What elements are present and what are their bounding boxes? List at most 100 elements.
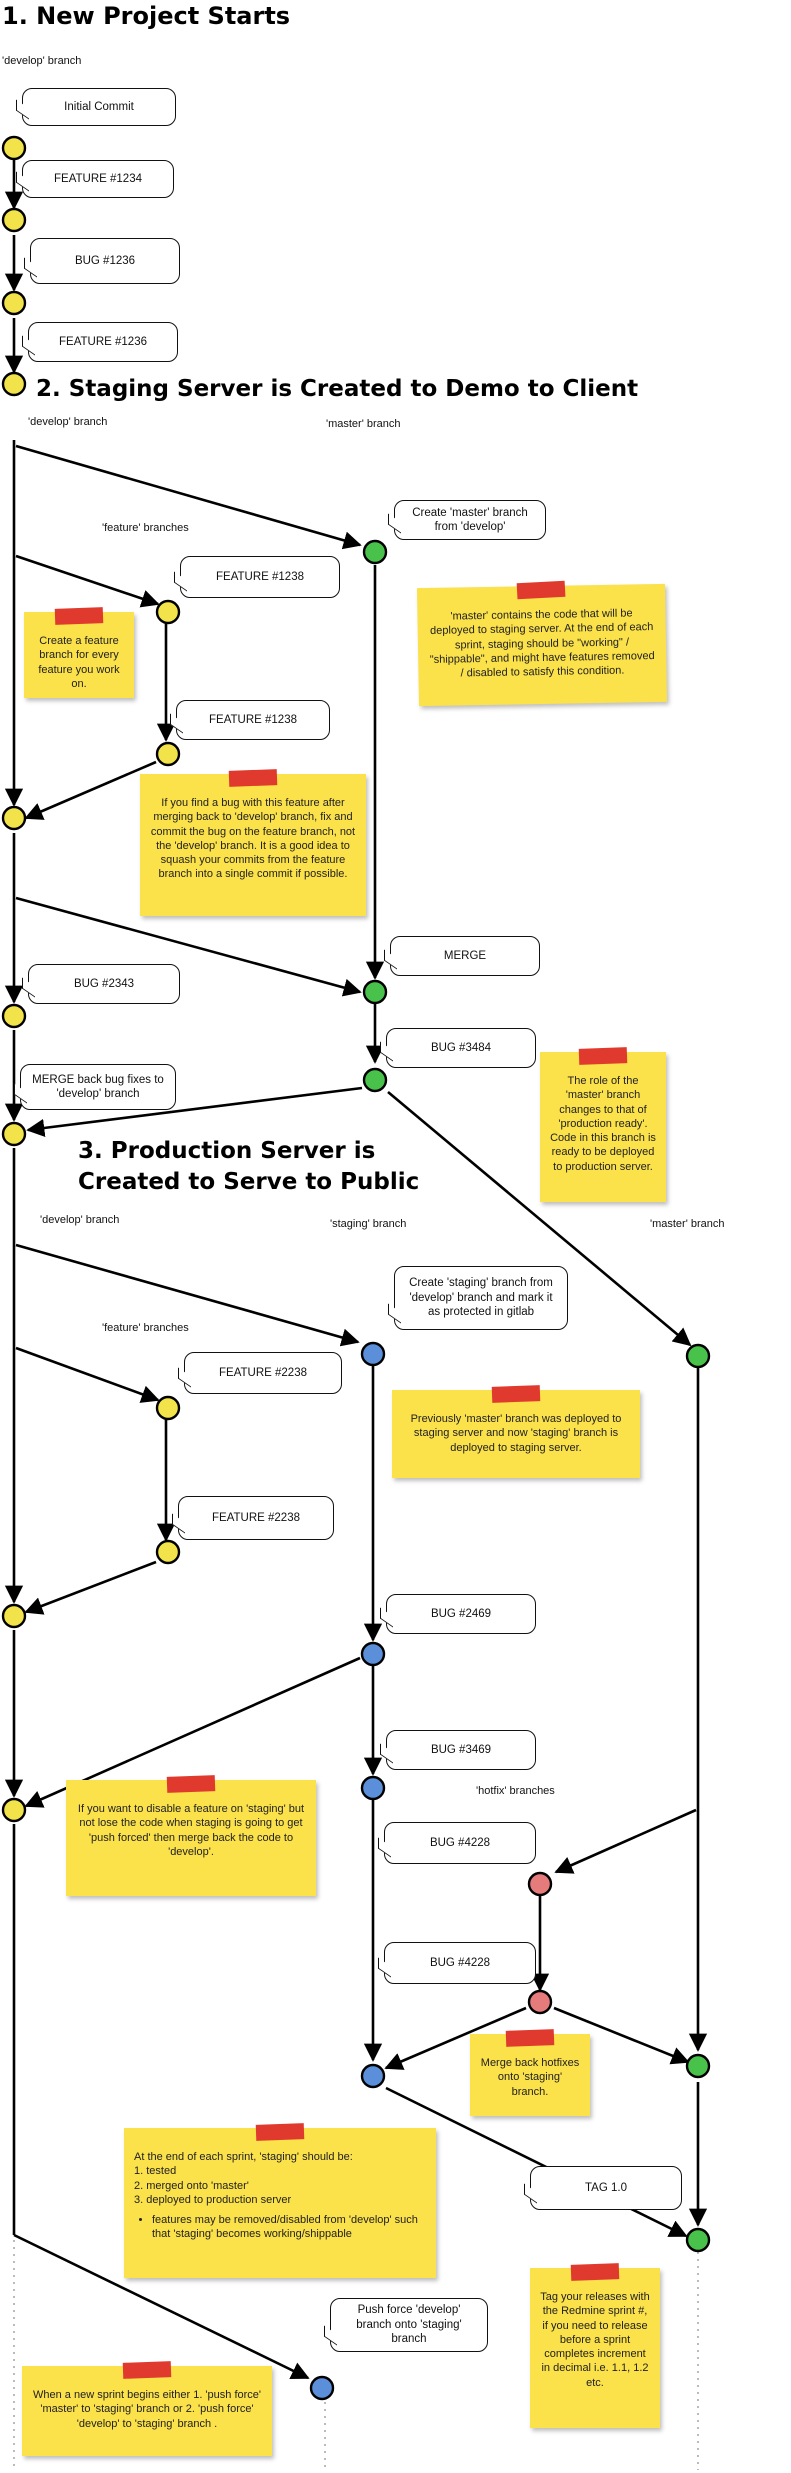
tape: [122, 2361, 172, 2379]
branch-label-hotfix-3: 'hotfix' branches: [476, 1785, 555, 1797]
tape: [516, 580, 566, 600]
note-text: Create a feature branch for every featur…: [38, 635, 120, 690]
tape: [228, 769, 278, 787]
section-title-3: 3. Production Server is Created to Serve…: [78, 1138, 420, 1196]
note-sprint-end-bullet: features may be removed/disabled from 'd…: [152, 2213, 426, 2242]
bubble-feature-1238-a: FEATURE #1238: [180, 556, 340, 598]
note-sprint-end: At the end of each sprint, 'staging' sho…: [124, 2123, 436, 2278]
note-sprint-end-list: features may be removed/disabled from 'd…: [152, 2213, 426, 2242]
staging-to-master-arrow: [385, 2086, 688, 2238]
merge-back-arrow: [26, 1086, 363, 1137]
note-sprint-end-item: 1. tested: [134, 2165, 177, 2178]
bubble-tag: TAG 1.0: [530, 2166, 682, 2210]
develop-to-feature-arrow-2: [15, 1346, 160, 1403]
branch-label-staging-3: 'staging' branch: [330, 1218, 407, 1230]
commit-node-production-2: [685, 2053, 711, 2079]
branch-label-develop-2: 'develop' branch: [28, 416, 108, 428]
commit-node-master-2: [362, 979, 388, 1005]
note-sprint-end-item: 3. deployed to production server: [134, 2193, 292, 2206]
commit-node-develop-6: [1, 1003, 27, 1029]
develop-to-staging-arrow: [15, 1243, 360, 1347]
note-role-of-master: The role of the 'master' branch changes …: [540, 1047, 666, 1202]
commit-node-staging-2: [360, 1641, 386, 1667]
bubble-bug-4228-b: BUG #4228: [384, 1942, 536, 1984]
commit-node-develop-7: [1, 1121, 27, 1147]
section-title-2: 2. Staging Server is Created to Demo to …: [36, 376, 639, 402]
tape: [578, 1047, 628, 1065]
note-tag-releases: Tag your releases with the Redmine sprin…: [530, 2263, 660, 2428]
note-sprint-end-item: 2. merged onto 'master': [134, 2179, 249, 2192]
feature-merge-arrow: [24, 760, 157, 820]
bubble-create-master: Create 'master' branch from 'develop': [394, 500, 546, 540]
commit-node-master-3: [362, 1067, 388, 1093]
bubble-bug-2343: BUG #2343: [28, 964, 180, 1004]
bubble-bug-3484: BUG #3484: [386, 1028, 536, 1068]
branch-label-master-3: 'master' branch: [650, 1218, 725, 1230]
commit-node-production-3: [685, 2227, 711, 2253]
note-text: Tag your releases with the Redmine sprin…: [540, 2291, 650, 2389]
bubble-bug-2469: BUG #2469: [386, 1594, 536, 1634]
commit-node-staging-4: [360, 2063, 386, 2089]
branch-label-develop-3: 'develop' branch: [40, 1214, 120, 1226]
note-new-sprint: When a new sprint begins either 1. 'push…: [22, 2361, 272, 2456]
commit-node-feature-1: [155, 599, 181, 625]
commit-node-feature-4: [155, 1539, 181, 1565]
commit-node-feature-2: [155, 741, 181, 767]
commit-node-develop-8: [1, 1603, 27, 1629]
commit-node-production-1: [685, 1343, 711, 1369]
push-force-arrow: [13, 2233, 310, 2380]
commit-node-feature-3: [155, 1395, 181, 1421]
note-text: The role of the 'master' branch changes …: [550, 1075, 656, 1173]
tape: [505, 2029, 555, 2047]
branch-label-feature-2: 'feature' branches: [102, 522, 189, 534]
commit-node-staging-3: [360, 1775, 386, 1801]
note-previously-master: Previously 'master' branch was deployed …: [392, 1385, 640, 1478]
commit-node-develop-2: [1, 207, 27, 233]
bubble-bug-4228-a: BUG #4228: [384, 1822, 536, 1864]
develop-to-feature-arrow: [15, 554, 160, 608]
bubble-merge: MERGE: [390, 936, 540, 976]
hotfix-to-staging-arrow: [384, 2006, 527, 2070]
note-create-feature: Create a feature branch for every featur…: [24, 607, 134, 698]
commit-node-master-1: [362, 539, 388, 565]
tape: [54, 607, 104, 625]
commit-node-hotfix-1: [527, 1871, 553, 1897]
feature-merge-arrow-2: [24, 1560, 157, 1615]
develop-merge-arrow: [15, 896, 362, 997]
master-to-hotfix-arrow: [554, 1808, 697, 1874]
hotfix-to-master-arrow: [553, 2006, 690, 2065]
commit-node-staging-5: [309, 2375, 335, 2401]
note-sprint-end-intro: At the end of each sprint, 'staging' sho…: [134, 2151, 353, 2163]
bubble-bug-1236: BUG #1236: [30, 238, 180, 284]
note-text: When a new sprint begins either 1. 'push…: [33, 2389, 261, 2430]
bubble-bug-3469: BUG #3469: [386, 1730, 536, 1770]
bubble-feature-1236: FEATURE #1236: [28, 322, 178, 362]
tape: [570, 2263, 620, 2281]
tape: [255, 2123, 305, 2141]
commit-node-staging-1: [360, 1341, 386, 1367]
branch-label-feature-3: 'feature' branches: [102, 1322, 189, 1334]
note-master-contains: 'master' contains the code that will be …: [416, 580, 668, 707]
commit-node-develop-5: [1, 805, 27, 831]
note-text: If you find a bug with this feature afte…: [150, 797, 356, 881]
commit-node-develop-3: [1, 290, 27, 316]
note-merge-back-hotfix: Merge back hotfixes onto 'staging' branc…: [470, 2029, 590, 2116]
tape: [491, 1385, 541, 1403]
section-title-1: 1. New Project Starts: [2, 2, 291, 30]
note-text: Previously 'master' branch was deployed …: [410, 1413, 622, 1454]
bubble-merge-back: MERGE back bug fixes to 'develop' branch: [20, 1064, 176, 1110]
bubble-feature-1234: FEATURE #1234: [22, 160, 174, 198]
commit-node-develop-1: [1, 135, 27, 161]
branch-label-develop-1: 'develop' branch: [2, 55, 82, 67]
develop-to-master-arrow: [15, 444, 362, 550]
bubble-initial-commit: Initial Commit: [22, 88, 176, 126]
note-text: Merge back hotfixes onto 'staging' branc…: [480, 2057, 580, 2098]
note-text: 'master' contains the code that will be …: [429, 607, 655, 680]
bubble-push-force: Push force 'develop' branch onto 'stagin…: [330, 2298, 488, 2352]
bubble-feature-2238-b: FEATURE #2238: [178, 1496, 334, 1540]
commit-node-develop-4: [1, 371, 27, 397]
bubble-create-staging: Create 'staging' branch from 'develop' b…: [394, 1266, 568, 1330]
master-to-production-arrow: [387, 1091, 692, 1347]
commit-node-hotfix-2: [527, 1989, 553, 2015]
